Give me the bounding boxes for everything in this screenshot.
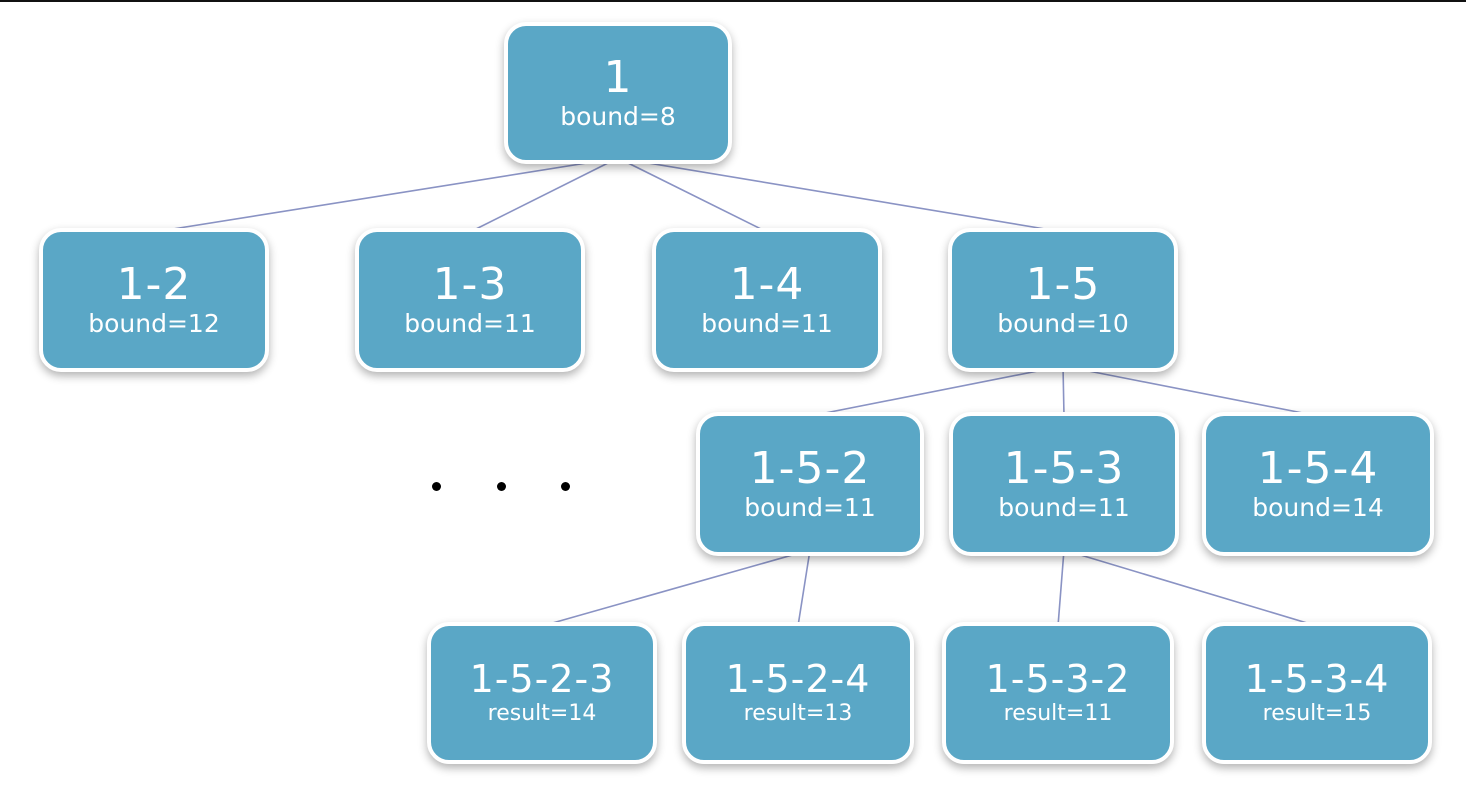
node-1-5-3-id: 1-5-3	[1003, 443, 1125, 494]
node-1-5-3-2-id: 1-5-3-2	[985, 657, 1131, 701]
edge-n153-n1534	[1063, 549, 1318, 627]
edge-n15-n154	[1062, 365, 1319, 417]
ellipsis-dot	[561, 482, 570, 491]
edge-n1-n13	[469, 157, 619, 233]
node-1-2-bound: bound=12	[88, 309, 220, 338]
node-1-5-3-4: 1-5-3-4 result=15	[1202, 622, 1432, 764]
node-1-4-id: 1-4	[729, 259, 805, 310]
edge-n152-n1524	[797, 549, 811, 627]
ellipsis-dot	[497, 482, 506, 491]
edge-n1-n12	[153, 157, 619, 233]
node-1-5-2-3-result: result=14	[487, 701, 597, 726]
node-1-5-2-3: 1-5-2-3 result=14	[427, 622, 657, 764]
node-1-3-id: 1-3	[432, 259, 508, 310]
node-1-5-2-4: 1-5-2-4 result=13	[682, 622, 914, 764]
node-1-5-id: 1-5	[1025, 259, 1101, 310]
node-1-5-3-4-id: 1-5-3-4	[1244, 657, 1390, 701]
node-1-2: 1-2 bound=12	[39, 228, 269, 372]
node-1-5-4-id: 1-5-4	[1257, 443, 1379, 494]
edge-n15-n152	[809, 365, 1064, 417]
edge-n15-n153	[1062, 365, 1065, 417]
node-1-3-bound: bound=11	[404, 309, 536, 338]
node-1-4: 1-4 bound=11	[652, 228, 882, 372]
node-1-5-2-id: 1-5-2	[749, 443, 871, 494]
node-1-bound: bound=8	[560, 102, 676, 131]
node-1-5: 1-5 bound=10	[948, 228, 1178, 372]
node-1-4-bound: bound=11	[701, 309, 833, 338]
node-1-5-2-bound: bound=11	[744, 493, 876, 522]
node-1-5-2: 1-5-2 bound=11	[696, 412, 924, 556]
edge-n1-n15	[617, 157, 1064, 233]
node-1-5-4-bound: bound=14	[1252, 493, 1384, 522]
node-1-5-3-2: 1-5-3-2 result=11	[942, 622, 1174, 764]
node-1-5-3-4-result: result=15	[1262, 701, 1372, 726]
ellipsis-dot	[432, 482, 441, 491]
node-1-id: 1	[603, 52, 633, 103]
edge-n153-n1532	[1057, 549, 1065, 627]
node-1-5-4: 1-5-4 bound=14	[1202, 412, 1434, 556]
top-border-line	[0, 0, 1466, 2]
node-1-3: 1-3 bound=11	[355, 228, 585, 372]
node-1-5-2-3-id: 1-5-2-3	[469, 657, 615, 701]
node-1-2-id: 1-2	[116, 259, 192, 310]
node-1-5-2-4-id: 1-5-2-4	[725, 657, 871, 701]
node-1: 1 bound=8	[504, 22, 732, 164]
edge-n1-n14	[617, 157, 768, 233]
node-1-5-2-4-result: result=13	[743, 701, 853, 726]
node-1-5-3-2-result: result=11	[1003, 701, 1113, 726]
node-1-5-3: 1-5-3 bound=11	[949, 412, 1179, 556]
node-1-5-3-bound: bound=11	[998, 493, 1130, 522]
edge-n152-n1523	[541, 549, 811, 627]
node-1-5-bound: bound=10	[997, 309, 1129, 338]
